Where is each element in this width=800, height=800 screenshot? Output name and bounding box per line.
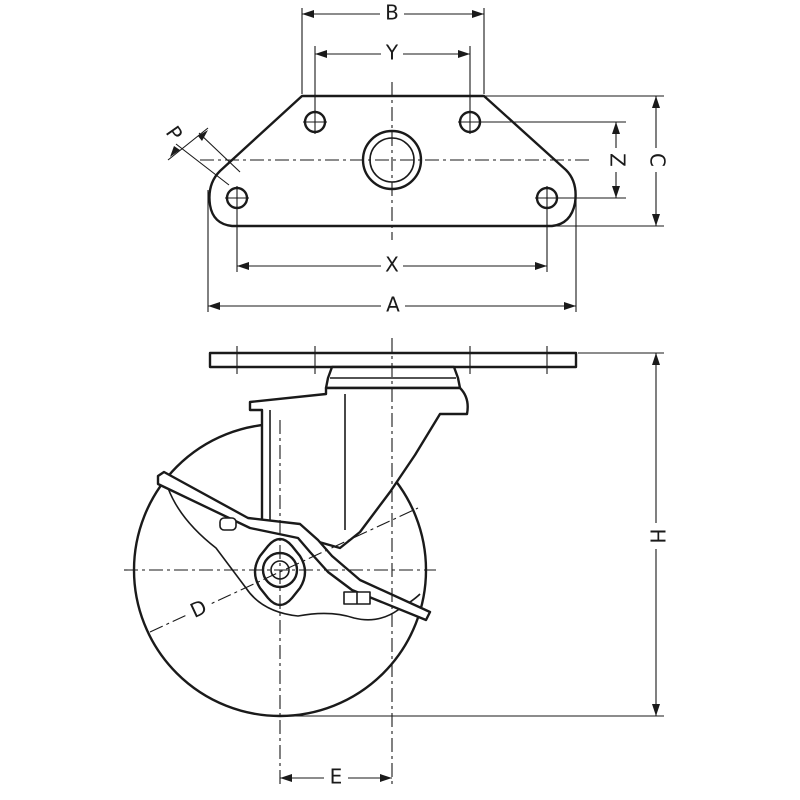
dimension-b: B — [301, 1, 485, 94]
top-plate-view — [200, 82, 590, 240]
dimension-y: Y — [314, 41, 471, 112]
label-c: C — [646, 153, 670, 167]
hole-center-marks — [225, 110, 559, 210]
label-h: H — [646, 528, 670, 543]
label-x: X — [385, 253, 399, 277]
mount-plate-side — [208, 351, 578, 369]
label-y: Y — [385, 41, 399, 65]
dimension-a: A — [207, 190, 577, 318]
dimension-c: C — [484, 95, 670, 227]
label-z: Z — [606, 153, 630, 167]
center-boss-outer — [361, 129, 423, 191]
dimension-z: Z — [482, 121, 630, 199]
label-b: B — [385, 1, 399, 25]
wheel-inner-contour — [167, 487, 421, 621]
fork-body — [248, 386, 469, 550]
dimension-x: X — [236, 210, 548, 278]
label-e: E — [330, 765, 343, 789]
dimension-h: H — [284, 352, 670, 717]
dimension-d: D — [183, 594, 215, 626]
label-p: P — [161, 121, 188, 145]
caster-side-view — [124, 338, 578, 786]
brake-pin-upper — [219, 517, 237, 531]
center-boss-inner — [369, 137, 415, 183]
dimension-e: E — [280, 765, 392, 790]
brake-lever — [156, 470, 432, 622]
plate-hole-ticks — [236, 346, 548, 374]
dimension-p: P — [161, 121, 241, 186]
label-a: A — [386, 293, 400, 317]
